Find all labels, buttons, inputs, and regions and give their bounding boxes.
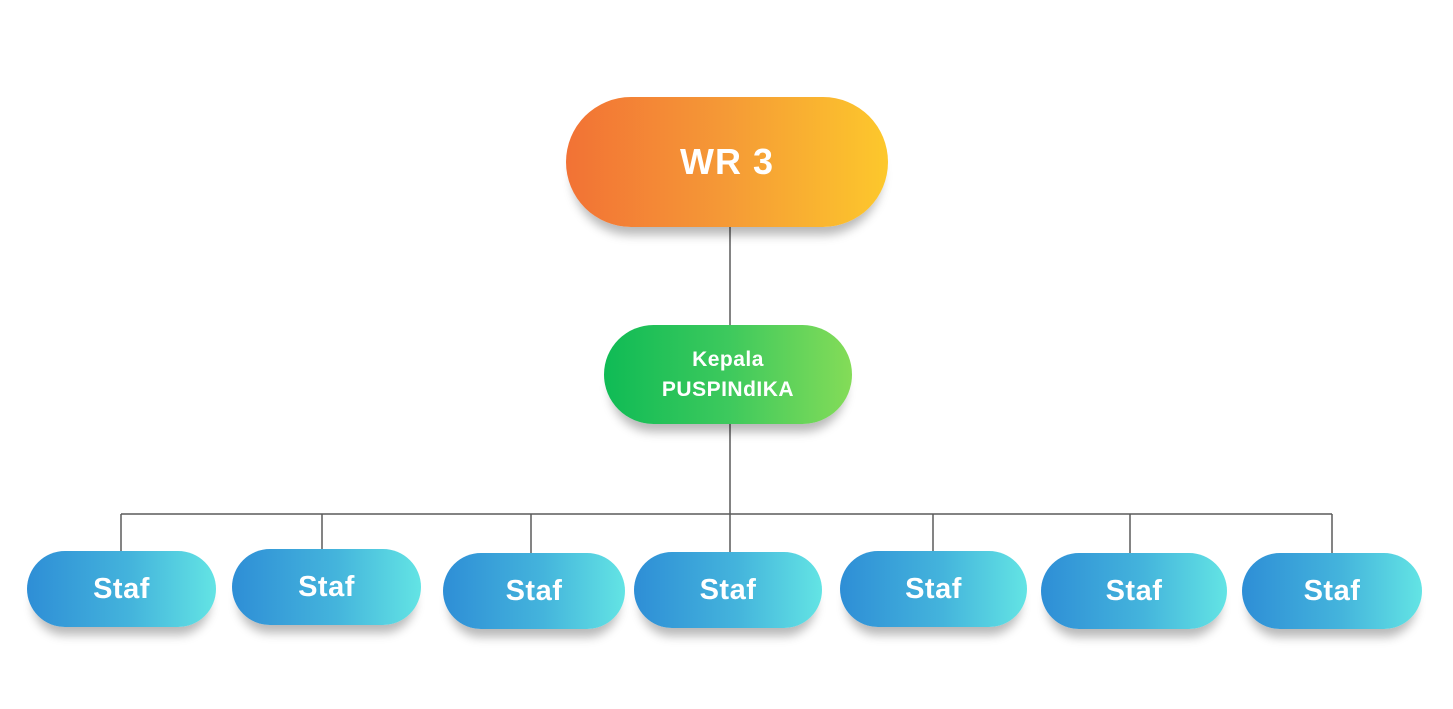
node-staf-7: Staf [1242,553,1422,629]
node-kepala-line1: Kepala [692,347,764,371]
node-staf-label: Staf [1105,574,1163,607]
node-staf-label: Staf [93,572,150,605]
node-staf-label: Staf [298,570,355,603]
node-wr3-label: WR 3 [680,141,774,182]
node-staf-3: Staf [443,553,625,629]
node-staf-label: Staf [905,572,962,605]
node-staf-2: Staf [232,549,421,625]
node-staf-label: Staf [505,574,563,607]
node-wr3: WR 3 [566,97,888,227]
node-kepala-line2: PUSPINdIKA [661,377,795,401]
node-staf-label: Staf [699,573,757,606]
node-staf-1: Staf [27,551,216,627]
node-staf-6: Staf [1041,553,1227,629]
node-staf-4: Staf [634,552,822,628]
node-staf-label: Staf [1303,574,1361,607]
node-kepala-puspindika: Kepala PUSPINdIKA [604,325,852,424]
node-staf-5: Staf [840,551,1027,627]
